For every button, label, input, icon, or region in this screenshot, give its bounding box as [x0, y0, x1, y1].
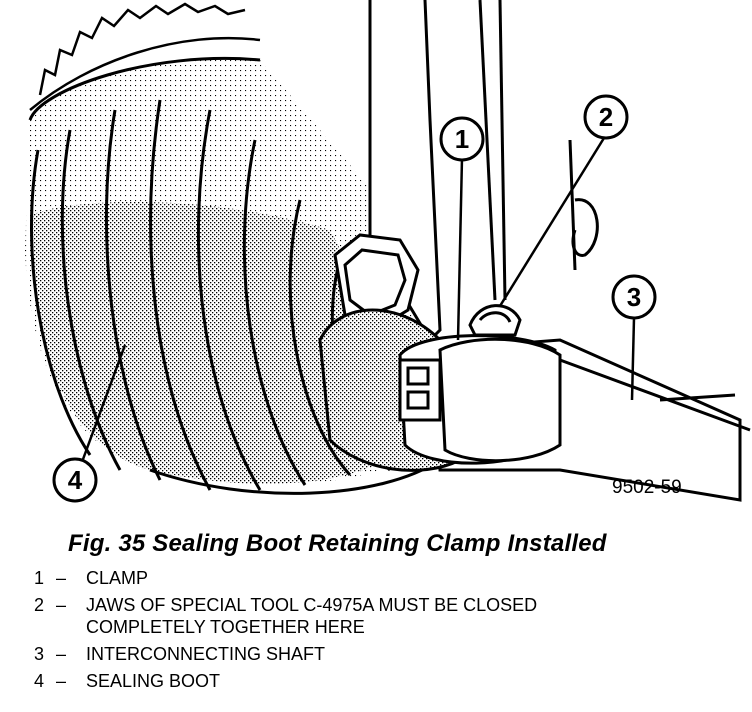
legend-dash: – — [56, 568, 67, 588]
legend-dash: – — [56, 644, 67, 664]
leader-lines — [80, 137, 636, 463]
legend-dash: – — [56, 671, 67, 691]
legend-number: 1 — [34, 568, 45, 588]
clamp-ear — [468, 304, 522, 337]
retaining-clamp — [398, 334, 562, 465]
figure-code: 9502-59 — [612, 477, 682, 498]
legend-text: JAWS OF SPECIAL TOOL C-4975A MUST BE CLO… — [86, 595, 538, 637]
callout-2-number: 2 — [599, 102, 613, 132]
legend-number: 4 — [34, 671, 45, 691]
callout-4: 4 — [52, 457, 98, 503]
legend-text: SEALING BOOT — [86, 671, 221, 691]
legend-item: 1 – CLAMP — [34, 567, 537, 589]
legend-text: INTERCONNECTING SHAFT — [86, 644, 326, 664]
bolt-head — [333, 233, 420, 347]
legend-text: CLAMP — [86, 568, 149, 588]
legend-item: 3 – INTERCONNECTING SHAFT — [34, 643, 537, 665]
callout-3: 3 — [611, 274, 657, 320]
figure-caption: Fig. 35 Sealing Boot Retaining Clamp Ins… — [68, 530, 607, 557]
callout-2: 2 — [583, 94, 629, 140]
callout-1-number: 1 — [455, 124, 469, 154]
callout-4-number: 4 — [68, 465, 83, 495]
clamp-illustration: 1 2 3 4 9502-59 — [25, 0, 751, 503]
gear-teeth — [29, 2, 261, 111]
callout-3-number: 3 — [627, 282, 641, 312]
legend-number: 3 — [34, 644, 45, 664]
legend-dash: – — [56, 595, 67, 615]
legend-number: 2 — [34, 595, 45, 615]
legend-item: 4 – SEALING BOOT — [34, 670, 537, 692]
callout-1: 1 — [439, 116, 485, 162]
legend-list: 1 – CLAMP 2 – JAWS OF SPECIAL TOOL C-497… — [34, 567, 537, 697]
distant-part — [568, 139, 599, 271]
legend-item: 2 – JAWS OF SPECIAL TOOL C-4975A MUST BE… — [34, 594, 537, 638]
